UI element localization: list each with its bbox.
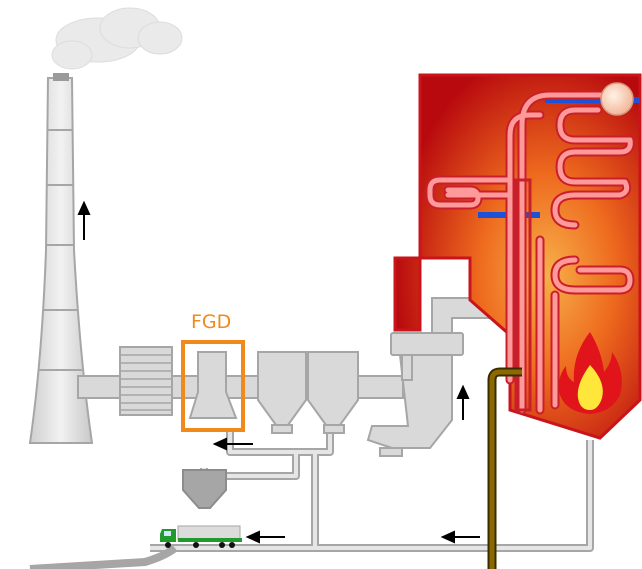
fgd-label: FGD <box>191 311 231 333</box>
electrostatic-precipitator <box>257 351 359 434</box>
ground-pipe <box>29 544 178 569</box>
flow-arrow-truck <box>245 530 285 544</box>
flow-arrow-up-chimney <box>77 200 91 240</box>
superheater-tubes-inner <box>427 92 633 413</box>
steam-drum <box>600 82 634 116</box>
flow-arrow-ash-return <box>440 530 480 544</box>
coal-feed-pipe-inner <box>489 369 522 569</box>
flow-arrow-up-preheater <box>456 384 470 420</box>
fgd-unit <box>181 340 245 432</box>
boiler-gas-pass <box>469 258 511 336</box>
smoke-cloud <box>51 7 183 70</box>
ash-hopper <box>182 469 227 509</box>
waterwall-riser <box>514 178 532 412</box>
chimney-stack <box>28 73 94 444</box>
truck-icon <box>160 525 242 548</box>
id-fan <box>119 346 173 416</box>
flame-icon <box>558 332 622 414</box>
ash-pipes-inner <box>150 428 592 550</box>
flow-arrow-fgd-out <box>212 437 253 451</box>
